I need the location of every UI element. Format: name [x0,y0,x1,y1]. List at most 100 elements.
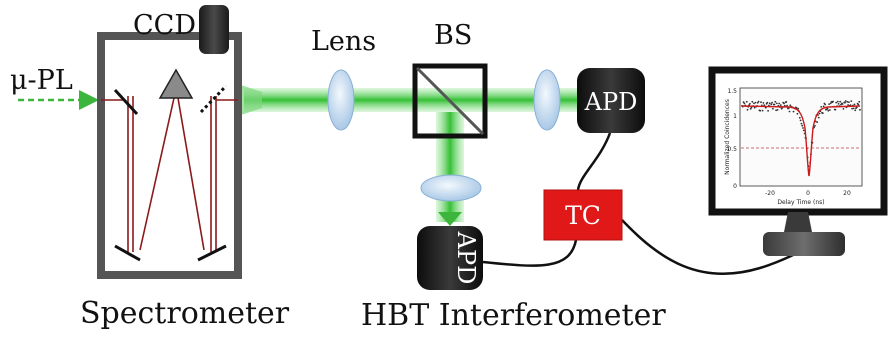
plot-point [828,103,830,105]
monitor-neck [784,212,812,232]
plot-point [818,112,821,115]
output-mirror-dotted [199,84,228,114]
plot-point [787,107,790,110]
plot-point [746,108,749,111]
plot-point [764,106,767,109]
xtick: -20 [765,190,775,197]
plot-point [776,109,779,111]
plot-point [852,107,855,110]
plot-point [773,103,776,106]
plot-point [775,109,777,112]
plot-fit-curve [741,105,861,177]
plot-point [800,122,803,125]
plot-point [779,104,782,107]
spectrometer-ray-paths [101,96,238,252]
plot-point [774,100,777,103]
plot-point [788,110,791,113]
plot-point [850,100,853,102]
plot-point [829,109,831,111]
lens-2 [533,69,561,131]
ytick: 1 [733,113,737,120]
plot-point [750,106,753,109]
plot-point [855,106,858,109]
plot-point [834,108,837,111]
plot-point [745,100,748,103]
beam-arrow-head [438,212,462,226]
ytick: 0 [733,183,737,190]
plot-point [786,104,788,107]
plot-point [853,103,856,106]
plot-point [851,107,853,110]
ccd-camera [199,5,229,54]
plot-point [789,104,792,107]
plot-point [820,106,823,108]
xtick: 20 [843,190,851,197]
plot-point [757,100,760,103]
plot-point [798,116,801,119]
plot-point [763,104,766,107]
plot-point [844,100,847,102]
plot-ylabel: Normalized Coincidences [724,99,731,175]
plot-point [760,101,762,104]
plot-point [835,101,838,104]
plot-point [754,101,757,104]
plot-point [753,106,756,109]
plot-point [822,105,825,108]
spectrometer-caption: Spectrometer [80,296,290,331]
plot-point [756,101,759,104]
hbt-caption: HBT Interferometer [361,298,666,333]
plot-point [857,103,860,106]
plot-point [829,102,832,105]
plot-point [759,109,762,112]
plot-point [771,101,773,104]
monitor-icon: 1.5 1 0.5 0 -20 0 20 Delay Time (ns) Nor… [708,66,888,256]
mu-pl-label: μ-PL [10,65,73,96]
plot-point [844,101,846,104]
tc-label: TC [565,201,601,230]
plot-point [797,107,800,110]
plot-point [814,125,816,127]
signal-cables [482,132,801,276]
ytick: 0.5 [727,146,737,153]
plot-point [827,109,830,112]
lens-3 [420,174,482,202]
spectrometer-frame [97,32,242,279]
plot-point [792,110,795,113]
plot-point [770,103,773,106]
plot-point [842,108,845,110]
ytick: 1.5 [727,88,737,95]
triangle-prism-icon [158,68,194,99]
plot-point [775,102,778,105]
bottom-left-mirror [114,244,141,262]
plot-point [772,107,774,110]
plot-point [761,109,764,112]
plot-point [768,102,771,105]
plot-point [854,109,857,112]
plot-point [832,100,834,103]
plot-point [767,110,769,112]
xtick: 0 [806,190,810,197]
bottom-right-mirror [197,244,227,262]
apd-right-label: APD [584,88,638,116]
lens-label: Lens [311,26,376,57]
monitor-stand [763,232,845,256]
plot-point [749,102,751,105]
plot-point [783,102,785,105]
plot-point [762,102,765,104]
plot-point [836,100,839,103]
plot-point [826,107,829,110]
spectrometer [97,32,242,279]
tc-box: TC [543,189,623,241]
plot-point [751,100,754,103]
plot-point [858,100,861,103]
plot-point [766,101,769,104]
plot-point [796,112,799,115]
lens-1 [327,69,355,131]
bs-label: BS [434,20,472,51]
plot-point [802,127,804,129]
input-mirror [113,88,139,116]
plot-point [839,100,842,103]
plot-point [846,101,849,103]
plot-point [859,108,861,111]
